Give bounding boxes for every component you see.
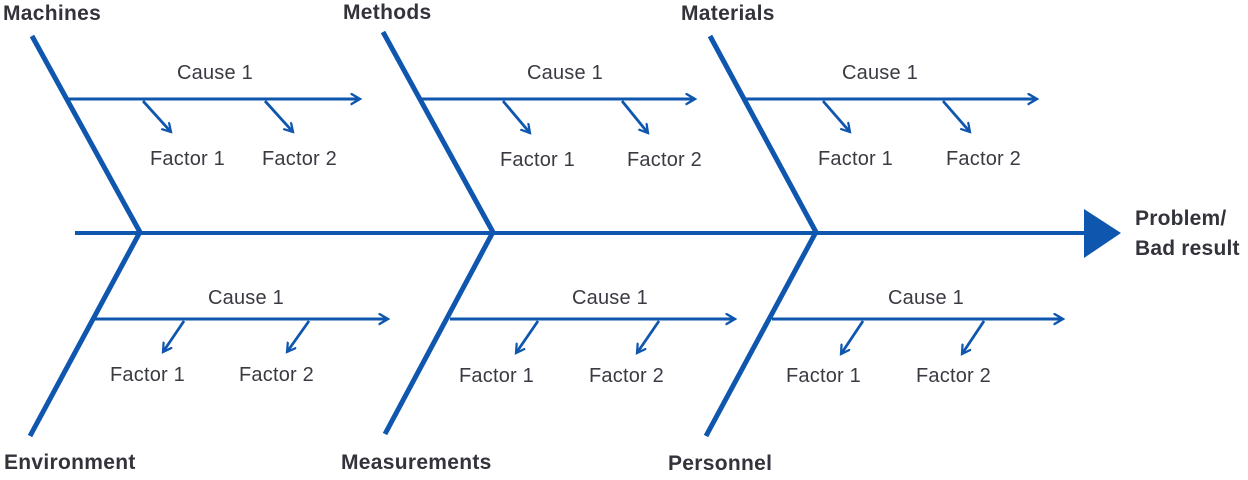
factor-label-materials-1: Factor 1 <box>818 148 893 170</box>
factor-arrow-machines-1 <box>141 100 171 132</box>
cause-label-materials: Cause 1 <box>842 62 918 84</box>
factor-label-measurements-2: Factor 2 <box>589 365 664 387</box>
problem-label-line2: Bad result <box>1135 237 1240 260</box>
factor-arrow-methods-1 <box>501 100 530 133</box>
factor-arrow-machines-2 <box>263 100 293 132</box>
cause-label-measurements: Cause 1 <box>572 287 648 309</box>
factor-arrow-measurements-2 <box>637 320 661 353</box>
factor-arrow-personnel-1 <box>841 320 865 354</box>
factor-label-measurements-1: Factor 1 <box>459 365 534 387</box>
cause-label-personnel: Cause 1 <box>888 287 964 309</box>
factor-arrow-methods-2 <box>620 100 648 133</box>
factor-label-materials-2: Factor 2 <box>946 148 1021 170</box>
factor-label-environment-1: Factor 1 <box>110 364 185 386</box>
bone-materials <box>707 34 820 236</box>
cause-label-environment: Cause 1 <box>208 287 284 309</box>
bone-methods <box>380 30 497 236</box>
factor-label-machines-2: Factor 2 <box>262 148 337 170</box>
category-label-environment: Environment <box>4 451 136 474</box>
category-label-personnel: Personnel <box>668 452 773 475</box>
cause-label-methods: Cause 1 <box>527 62 603 84</box>
factor-label-machines-1: Factor 1 <box>150 148 225 170</box>
bone-measurements <box>382 230 496 436</box>
bone-personnel <box>703 230 819 438</box>
factor-arrow-environment-1 <box>163 320 186 352</box>
category-label-methods: Methods <box>343 1 432 24</box>
bone-environment <box>27 230 143 438</box>
factor-label-environment-2: Factor 2 <box>239 364 314 386</box>
factor-arrow-personnel-2 <box>962 320 986 354</box>
factor-label-methods-1: Factor 1 <box>500 149 575 171</box>
factor-label-personnel-2: Factor 2 <box>916 365 991 387</box>
factor-label-personnel-1: Factor 1 <box>786 365 861 387</box>
category-label-machines: Machines <box>3 2 102 25</box>
category-label-measurements: Measurements <box>341 451 492 474</box>
problem-label: Problem/ Bad result <box>1135 204 1240 264</box>
factor-arrow-environment-2 <box>287 320 311 352</box>
bone-machines <box>29 34 144 236</box>
factor-arrow-materials-1 <box>821 100 850 132</box>
problem-label-line1: Problem/ <box>1135 207 1227 230</box>
problem-arrowhead-icon <box>1084 209 1121 258</box>
factor-arrow-measurements-1 <box>516 320 540 353</box>
category-label-materials: Materials <box>681 2 775 25</box>
factor-arrow-materials-2 <box>941 100 970 132</box>
cause-label-machines: Cause 1 <box>177 62 253 84</box>
factor-label-methods-2: Factor 2 <box>627 149 702 171</box>
